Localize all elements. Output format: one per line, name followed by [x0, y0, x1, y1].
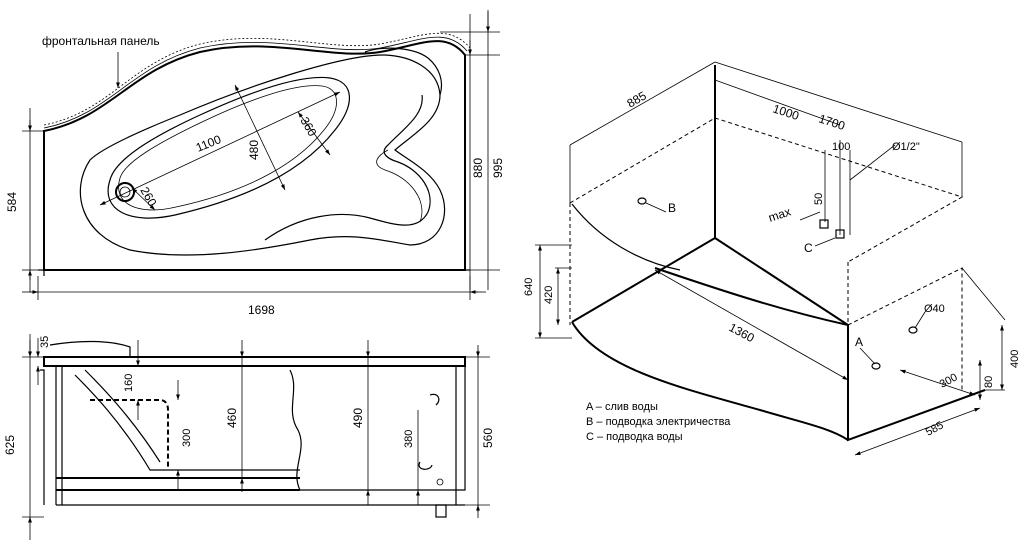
dim-1700: 1700 — [817, 112, 847, 134]
dim-885: 885 — [625, 88, 650, 110]
marker-c: C — [804, 241, 813, 255]
dim-total-height: 625 — [3, 435, 17, 455]
side-view: 625 35 160 300 460 490 380 560 — [3, 334, 495, 540]
legend-a: A – слив воды — [586, 401, 658, 413]
top-view: 1100 480 360 260 фронтальная панель 1698… — [5, 10, 505, 317]
legend-c: C – подводка воды — [586, 431, 683, 443]
dim-width-inner: 880 — [471, 158, 485, 178]
dim-step: 160 — [123, 374, 135, 392]
dim-drain: 260 — [137, 185, 159, 210]
bowl-outer — [79, 54, 446, 256]
dim-width-total: 995 — [491, 158, 505, 178]
dim-640: 640 — [523, 278, 535, 296]
dim-400: 400 — [1009, 350, 1021, 368]
dim-rest-width: 360 — [297, 115, 319, 140]
dim-420: 420 — [543, 286, 555, 304]
iso-view: 885 1000 1700 100 Ø1/2" max 50 C B 640 4… — [523, 61, 1021, 456]
dim-rim: 35 — [39, 336, 51, 348]
dim-300-iso: 300 — [938, 371, 960, 390]
dim-380: 380 — [403, 430, 415, 448]
dim-100: 100 — [832, 141, 850, 153]
dim-pipe: Ø1/2" — [892, 141, 920, 153]
dim-bowl-width: 480 — [247, 140, 261, 160]
front-panel-label: фронтальная панель — [42, 34, 160, 48]
dim-1000: 1000 — [771, 102, 801, 124]
dim-width-left: 584 — [5, 192, 19, 212]
legend-b: B – подводка электричества — [586, 416, 731, 428]
iso-front-curve — [571, 321, 849, 441]
dim-bowl-length: 1100 — [194, 132, 223, 155]
front-panel-band — [43, 32, 471, 126]
side-rim — [43, 356, 466, 367]
marker-a: A — [855, 335, 863, 349]
dim-460: 460 — [225, 408, 239, 428]
legend: A – слив воды B – подводка электричества… — [586, 401, 731, 443]
dim-560: 560 — [481, 428, 495, 448]
dim-50: 50 — [813, 193, 825, 205]
dim-80: 80 — [983, 376, 995, 388]
seat-recess — [264, 94, 431, 241]
dim-300: 300 — [181, 429, 193, 447]
dim-max: max — [767, 205, 793, 225]
marker-b: B — [668, 201, 676, 215]
dim-490: 490 — [351, 408, 365, 428]
dim-d40: Ø40 — [924, 303, 945, 315]
dim-length: 1698 — [248, 303, 275, 317]
dim-1360: 1360 — [727, 320, 757, 345]
